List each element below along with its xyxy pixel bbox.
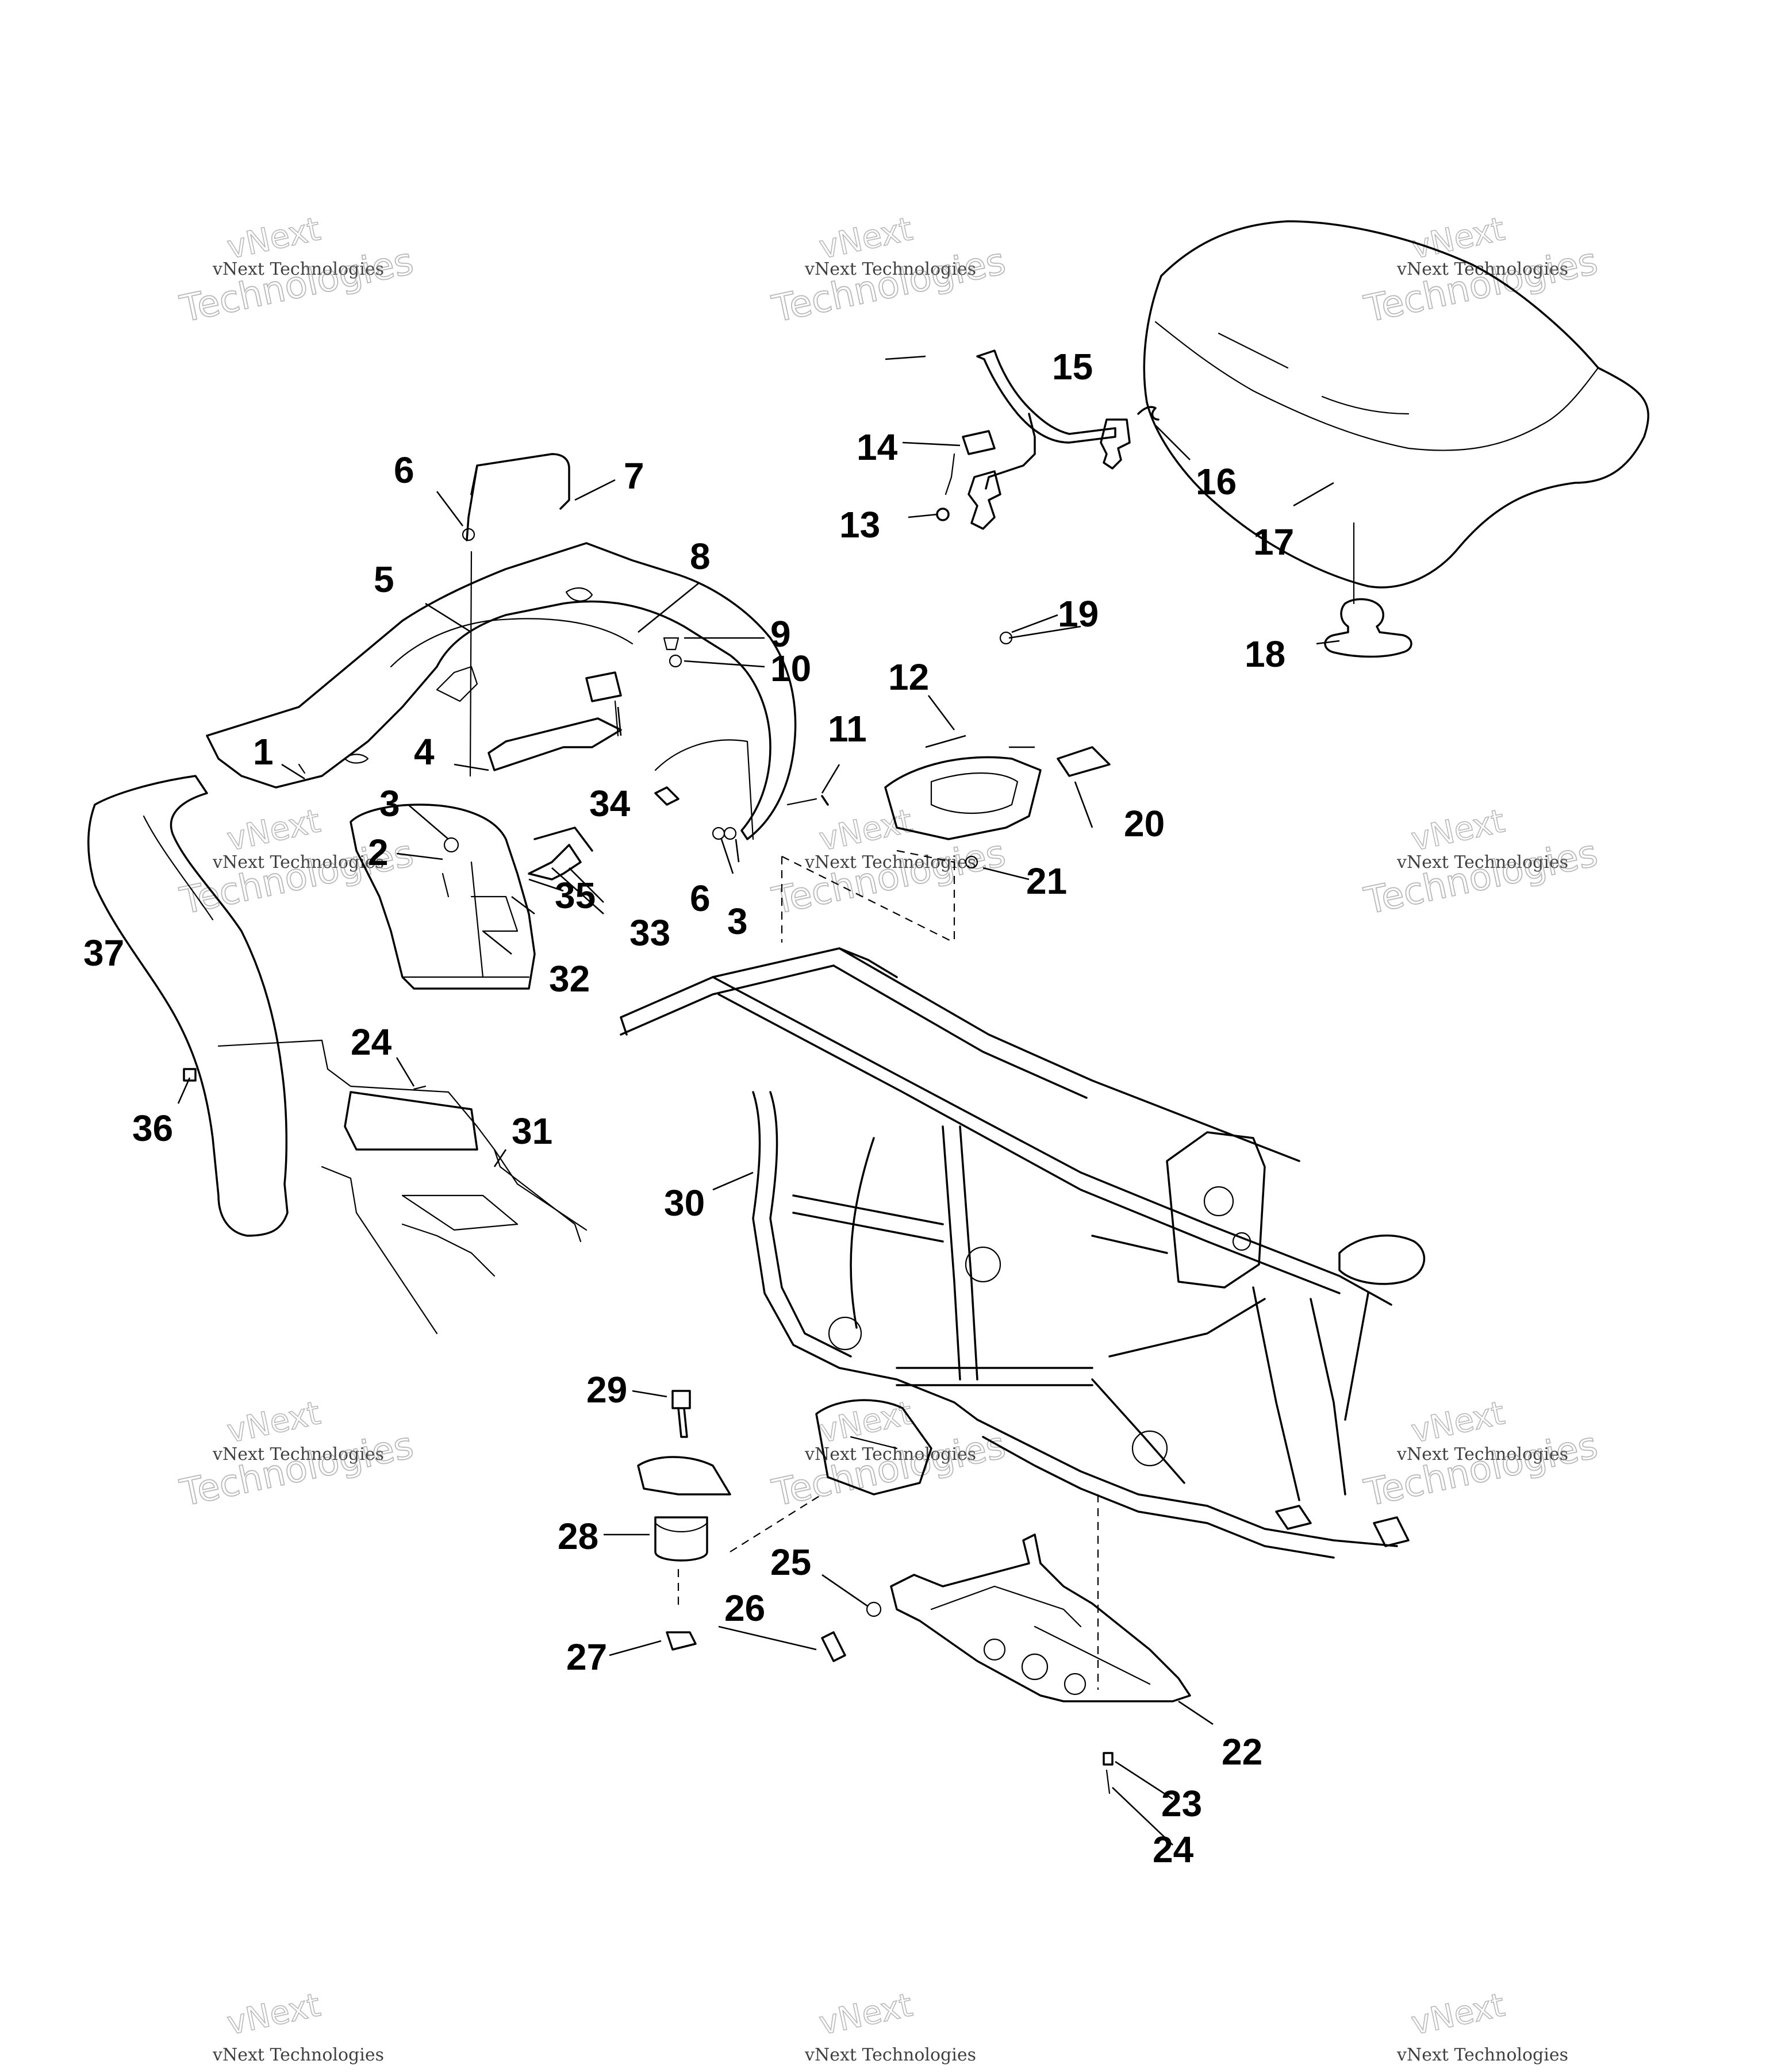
watermark-top-word: vNext [224,210,324,267]
watermark-bottom-word: Technologies [769,1424,1009,1515]
watermark-bottom-word: Technologies [1361,240,1602,331]
callout-label-20: 20 [1124,803,1165,844]
watermark-line: vNext Technologies [1396,2045,1568,2065]
callout-label-11: 11 [828,708,867,749]
watermark-bottom-word: Technologies [769,832,1009,923]
callout-label-29: 29 [586,1369,627,1410]
callout-label-28: 28 [558,1516,598,1557]
seat-latch-part [936,349,1160,530]
watermark-group: vNext vNext Technologies Technologies vN… [176,210,1602,2065]
callout-label-1: 1 [253,731,274,772]
watermark: vNext vNext Technologies Technologies [1360,1394,1602,1515]
callout-label-17: 17 [1253,521,1294,563]
watermark: vNext vNext Technologies [1396,1986,1568,2065]
callout-label-16: 16 [1196,461,1237,502]
callout-label-7: 7 [624,455,644,497]
watermark: vNext vNext Technologies Technologies [768,1394,1009,1515]
watermark-bottom-word: Technologies [769,240,1009,331]
callout-label-27: 27 [566,1636,607,1678]
callout-label-3: 3 [379,783,400,824]
callout-label-10: 10 [770,648,811,689]
rear-fender-part [206,453,797,840]
callout-label-34: 34 [589,783,631,824]
watermark-line: vNext Technologies [804,2045,976,2065]
watermark-top-word: vNext [1408,1986,1508,2043]
callout-label-25: 25 [770,1541,811,1583]
callout-label-18: 18 [1245,633,1285,675]
watermark-top-word: vNext [816,1394,916,1451]
watermark-line: vNext Technologies [804,1444,976,1464]
seat-part [1143,220,1649,658]
callout-label-23: 23 [1161,1783,1202,1824]
watermark: vNext vNext Technologies [212,1986,384,2065]
watermark: vNext vNext Technologies Technologies [1360,210,1602,331]
watermark-top-word: vNext [224,802,324,859]
watermark-bottom-word: Technologies [176,240,417,331]
watermark: vNext vNext Technologies Technologies [768,210,1009,331]
floorboard-part [217,1039,588,1335]
callout-label-9: 9 [770,613,791,655]
callout-label-14: 14 [857,426,898,468]
watermark-top-word: vNext [816,210,916,267]
side-panel-part [350,804,593,990]
callout-label-22: 22 [1222,1731,1262,1773]
watermark-top-word: vNext [1408,1394,1508,1451]
watermark: vNext vNext Technologies Technologies [176,1394,417,1515]
callout-label-2: 2 [368,832,389,873]
callout-label-30: 30 [664,1182,705,1224]
watermark-top-word: vNext [1408,802,1508,859]
engine-mount-part [637,1390,882,1662]
skid-plate-part [890,1494,1191,1702]
watermark: vNext vNext Technologies Technologies [176,210,417,331]
callout-label-12: 12 [888,656,929,698]
callout-label-26: 26 [724,1587,765,1629]
callout-label-31: 31 [512,1110,552,1152]
callout-label-6: 6 [394,449,414,491]
watermark-line: vNext Technologies [212,852,384,872]
callout-label-8: 8 [690,536,711,577]
callout-label-6: 6 [690,878,711,919]
callout-label-35: 35 [555,875,596,916]
callout-label-15: 15 [1052,346,1093,387]
callout-label-5: 5 [374,559,394,600]
callout-label-13: 13 [839,504,880,545]
watermark-bottom-word: Technologies [1361,832,1602,923]
watermark-top-word: vNext [224,1394,324,1451]
leader-lines [177,355,1340,1846]
watermark-line: vNext Technologies [212,259,384,279]
callout-label-24: 24 [351,1021,392,1063]
watermark-top-word: vNext [816,802,916,859]
watermark-line: vNext Technologies [1396,1444,1568,1464]
callout-label-36: 36 [132,1108,173,1149]
watermark-line: vNext Technologies [804,852,976,872]
callout-labels: 1 2 3 3 4 5 6 6 7 8 9 10 11 12 13 14 15 … [83,346,1294,1870]
watermark: vNext vNext Technologies [804,1986,976,2065]
callout-label-4: 4 [414,731,435,772]
watermark-line: vNext Technologies [804,259,976,279]
watermark-top-word: vNext [224,1986,324,2043]
watermark-bottom-word: Technologies [176,1424,417,1515]
frame-part [620,849,1426,1559]
watermark-line: vNext Technologies [212,2045,384,2065]
watermark: vNext vNext Technologies Technologies [1360,802,1602,923]
watermark: vNext vNext Technologies Technologies [768,802,1009,923]
callout-label-37: 37 [83,932,124,974]
hardware-part [183,528,1114,1794]
watermark-line: vNext Technologies [1396,852,1568,872]
watermark-line: vNext Technologies [212,1444,384,1464]
callout-label-3: 3 [727,901,748,942]
watermark-bottom-word: Technologies [1361,1424,1602,1515]
callout-label-21: 21 [1026,860,1067,902]
fender-flare-part [87,775,289,1237]
callout-label-24: 24 [1153,1829,1194,1870]
callout-label-32: 32 [549,958,590,1000]
watermark-top-word: vNext [816,1986,916,2043]
callout-label-19: 19 [1058,593,1099,635]
callout-label-33: 33 [629,912,670,954]
